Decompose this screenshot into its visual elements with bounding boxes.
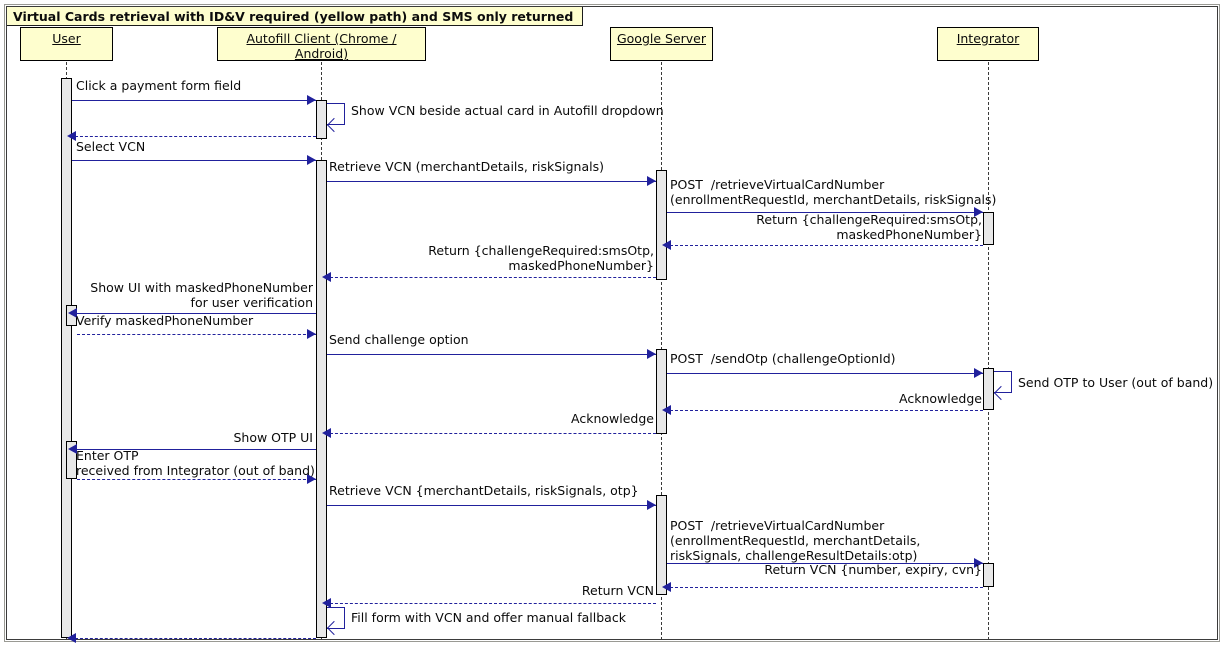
participant-google-server-label: Google Server [616, 31, 707, 46]
activation-google-1 [656, 170, 667, 280]
message-line-12 [667, 373, 983, 374]
activation-google-3 [656, 495, 667, 595]
message-label-1: Click a payment form field [76, 78, 242, 93]
message-label-21: Return VCN [581, 583, 654, 598]
participant-google-server[interactable]: Google Server [610, 27, 713, 61]
activation-integrator-3 [983, 563, 994, 587]
message-label-6: POST /retrieveVirtualCardNumber (enrollm… [670, 177, 997, 207]
message-line-5 [327, 181, 656, 182]
message-label-12: POST /sendOtp (challengeOptionId) [670, 351, 896, 366]
message-arrow-10 [307, 329, 316, 339]
participant-autofill-client-label: Autofill Client (Chrome / Android) [246, 31, 397, 61]
activation-autofill-2 [316, 160, 327, 638]
message-label-2: Show VCN beside actual card in Autofill … [351, 103, 664, 118]
activation-autofill-1 [316, 100, 327, 139]
participant-autofill-client[interactable]: Autofill Client (Chrome / Android) [217, 27, 426, 61]
message-selfloop-13 [994, 371, 1012, 393]
message-label-5: Retrieve VCN (merchantDetails, riskSigna… [329, 159, 604, 174]
message-line-18 [327, 505, 656, 506]
participant-integrator[interactable]: Integrator [937, 27, 1039, 61]
message-line-16 [76, 449, 316, 450]
message-label-9: Show UI with maskedPhoneNumber for user … [90, 280, 313, 310]
message-line-6 [667, 212, 983, 213]
message-line-10 [77, 334, 316, 335]
message-line-4 [72, 160, 316, 161]
message-label-16: Show OTP UI [233, 430, 313, 445]
activation-integrator-1 [983, 212, 994, 245]
activation-google-2 [656, 349, 667, 434]
message-arrow-8 [322, 272, 331, 282]
diagram-frame-inner [6, 6, 1218, 640]
message-label-8: Return {challengeRequired:smsOtp, masked… [428, 243, 654, 273]
lifeline-integrator [988, 62, 989, 640]
message-label-22: Fill form with VCN and offer manual fall… [351, 610, 626, 625]
message-line-23 [75, 638, 316, 639]
message-arrow-15 [322, 428, 331, 438]
message-line-19 [667, 563, 983, 564]
message-selfloop-22 [327, 607, 345, 629]
message-arrow-18 [647, 500, 656, 510]
message-line-11 [327, 354, 656, 355]
message-arrow-11 [647, 349, 656, 359]
message-arrow-9 [68, 308, 77, 318]
message-line-8 [330, 277, 656, 278]
message-line-15 [330, 433, 656, 434]
message-arrow-3 [67, 131, 76, 141]
message-arrow-20 [662, 582, 671, 592]
message-label-11: Send challenge option [329, 332, 469, 347]
message-label-7: Return {challengeRequired:smsOtp, masked… [756, 212, 982, 242]
message-label-4: Select VCN [76, 139, 146, 154]
message-line-7 [670, 245, 983, 246]
message-label-19: POST /retrieveVirtualCardNumber (enrollm… [670, 518, 921, 563]
message-arrow-5 [647, 176, 656, 186]
message-arrow-12 [974, 368, 983, 378]
participant-user[interactable]: User [20, 27, 113, 61]
message-arrow-6 [974, 207, 983, 217]
message-arrow-14 [662, 405, 671, 415]
message-label-14: Acknowledge [899, 391, 982, 406]
message-label-13: Send OTP to User (out of band) [1018, 375, 1214, 390]
message-line-21 [330, 603, 656, 604]
message-arrow-21 [322, 598, 331, 608]
message-line-17 [77, 479, 316, 480]
message-arrow-17 [307, 474, 316, 484]
message-arrow-19 [974, 558, 983, 568]
diagram-title: Virtual Cards retrieval with ID&V requir… [7, 7, 584, 26]
message-line-9 [76, 313, 316, 314]
message-label-10: Verify maskedPhoneNumber [76, 313, 254, 328]
message-arrow-23 [67, 633, 76, 643]
message-arrow-1 [307, 95, 316, 105]
activation-user-3 [66, 441, 77, 479]
participant-user-label: User [52, 31, 81, 46]
message-arrow-4 [307, 155, 316, 165]
message-arrow-16 [68, 444, 77, 454]
message-line-20 [670, 587, 983, 588]
message-label-17: Enter OTP received from Integrator (out … [76, 448, 315, 478]
participant-integrator-label: Integrator [956, 31, 1020, 46]
message-label-15: Acknowledge [571, 411, 654, 426]
activation-user-1 [61, 78, 72, 638]
activation-integrator-2 [983, 368, 994, 410]
message-line-3 [75, 136, 316, 137]
message-line-1 [72, 100, 316, 101]
message-arrow-7 [662, 240, 671, 250]
message-label-20: Return VCN {number, expiry, cvn} [764, 562, 982, 577]
message-line-14 [670, 410, 983, 411]
message-label-18: Retrieve VCN {merchantDetails, riskSigna… [329, 483, 639, 498]
message-selfloop-2 [327, 103, 345, 125]
